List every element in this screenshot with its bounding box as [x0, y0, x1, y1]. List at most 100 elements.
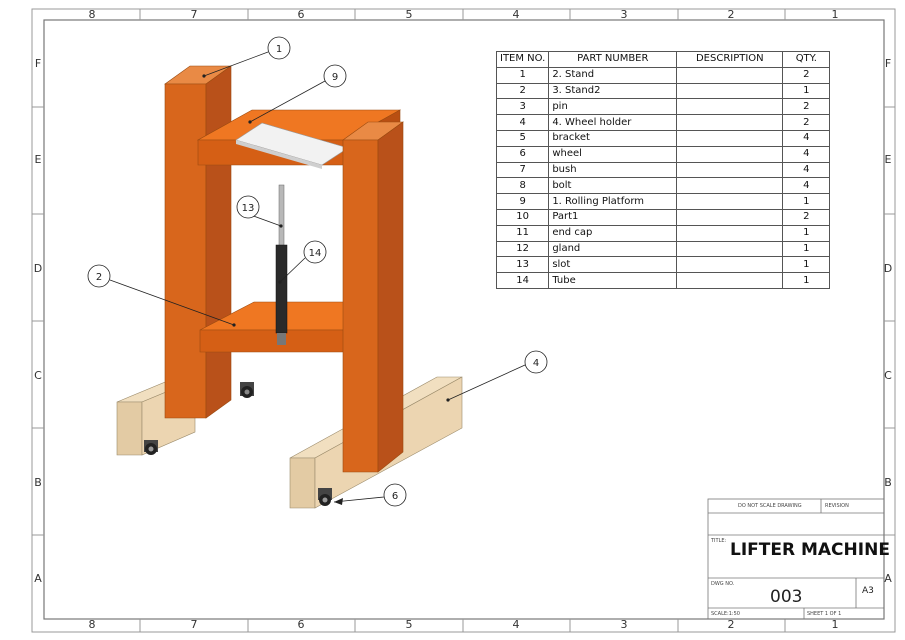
- zone-col-top: 7: [190, 8, 198, 21]
- bom-item: 1: [495, 66, 550, 84]
- bom-item: 9: [495, 193, 550, 210]
- zone-col-top: 4: [512, 8, 520, 21]
- balloon-label: 4: [533, 358, 539, 369]
- zone-col-top: 8: [88, 8, 96, 21]
- balloon-14: 14: [303, 240, 327, 264]
- bom-desc: [676, 66, 784, 84]
- bom-part: 4. Wheel holder: [548, 114, 678, 131]
- bom-qty: 4: [782, 145, 831, 163]
- zone-col-top: 5: [405, 8, 413, 21]
- bom-desc: [676, 224, 784, 242]
- bom-part: bush: [548, 161, 678, 179]
- zone-row-left: E: [34, 153, 42, 166]
- bom-qty: 1: [782, 256, 831, 274]
- stand-right-post: [342, 121, 404, 473]
- bom-item: 6: [495, 145, 550, 163]
- balloon-label: 6: [392, 491, 398, 502]
- zone-row-right: A: [884, 572, 892, 585]
- bom-part: 1. Rolling Platform: [548, 193, 678, 210]
- bom-part: wheel: [548, 145, 678, 163]
- bom-qty: 4: [782, 177, 831, 195]
- bom-item: 3: [495, 98, 550, 116]
- bom-header-part: PART NUMBER: [548, 51, 678, 68]
- bom-desc: [676, 114, 784, 131]
- wheel-back-left: [240, 382, 254, 398]
- bom-header-qty: QTY.: [782, 51, 831, 68]
- wheel-front-right: [318, 488, 332, 506]
- balloon-label: 13: [242, 203, 255, 214]
- zone-col-top: 6: [297, 8, 305, 21]
- zone-ticks: [32, 9, 895, 632]
- bom-qty: 4: [782, 129, 831, 147]
- zone-row-left: A: [34, 572, 42, 585]
- bom-item: 8: [495, 177, 550, 195]
- bom-qty: 1: [782, 240, 831, 258]
- balloon-2: 2: [87, 264, 111, 288]
- balloon-13: 13: [236, 195, 260, 219]
- balloon-label: 1: [276, 44, 282, 55]
- bom-header-row: ITEM NO. PART NUMBER DESCRIPTION QTY.: [495, 51, 831, 68]
- zone-col-top: 3: [620, 8, 628, 21]
- bom-item: 4: [495, 114, 550, 131]
- lifter-machine-view: [116, 65, 463, 509]
- bom-item: 14: [495, 272, 550, 289]
- zone-col-bottom: 2: [727, 618, 735, 631]
- bom-item: 5: [495, 129, 550, 147]
- do-not-scale-note: DO NOT SCALE DRAWING: [738, 503, 802, 509]
- bom-part: bolt: [548, 177, 678, 195]
- zone-row-left: F: [34, 57, 42, 70]
- balloon-9: 9: [323, 64, 347, 88]
- sheet-size: A3: [862, 586, 874, 596]
- sheet-number: SHEET 1 OF 1: [807, 611, 842, 617]
- bom-header-item: ITEM NO.: [495, 51, 550, 68]
- bom-item: 13: [495, 256, 550, 274]
- zone-col-bottom: 1: [831, 618, 839, 631]
- leader-lines: [109, 51, 526, 503]
- zone-col-bottom: 4: [512, 618, 520, 631]
- dwg-no-label: DWG NO.: [711, 581, 735, 587]
- lift-cylinder: [275, 184, 288, 345]
- zone-row-right: E: [884, 153, 892, 166]
- zone-row-left: B: [34, 476, 42, 489]
- balloon-label: 9: [332, 72, 338, 83]
- title-block-frame: [707, 498, 885, 620]
- balloon-6: 6: [383, 483, 407, 507]
- zone-row-right: C: [884, 369, 892, 382]
- bom-item: 7: [495, 161, 550, 179]
- bom-qty: 2: [782, 98, 831, 116]
- zone-col-top: 1: [831, 8, 839, 21]
- bom-part: slot: [548, 256, 678, 274]
- bom-part: 2. Stand: [548, 66, 678, 84]
- balloon-label: 14: [309, 248, 322, 259]
- bom-qty: 2: [782, 208, 831, 226]
- scale-label: SCALE:1:50: [711, 611, 740, 617]
- leader-dots: [202, 74, 450, 402]
- bom-desc: [676, 177, 784, 195]
- revision-label: REVISION: [825, 503, 849, 509]
- balloon-1: 1: [267, 36, 291, 60]
- bom-part: Tube: [548, 272, 678, 289]
- bom-qty: 1: [782, 272, 831, 289]
- zone-row-right: F: [884, 57, 892, 70]
- dwg-number: 003: [770, 587, 803, 607]
- bom-header-desc: DESCRIPTION: [676, 51, 784, 68]
- bom-qty: 4: [782, 161, 831, 179]
- bom-desc: [676, 98, 784, 116]
- zone-col-top: 2: [727, 8, 735, 21]
- inner-border: [43, 19, 885, 620]
- bom-item: 10: [495, 208, 550, 226]
- drawing-title: LIFTER MACHINE: [730, 540, 890, 560]
